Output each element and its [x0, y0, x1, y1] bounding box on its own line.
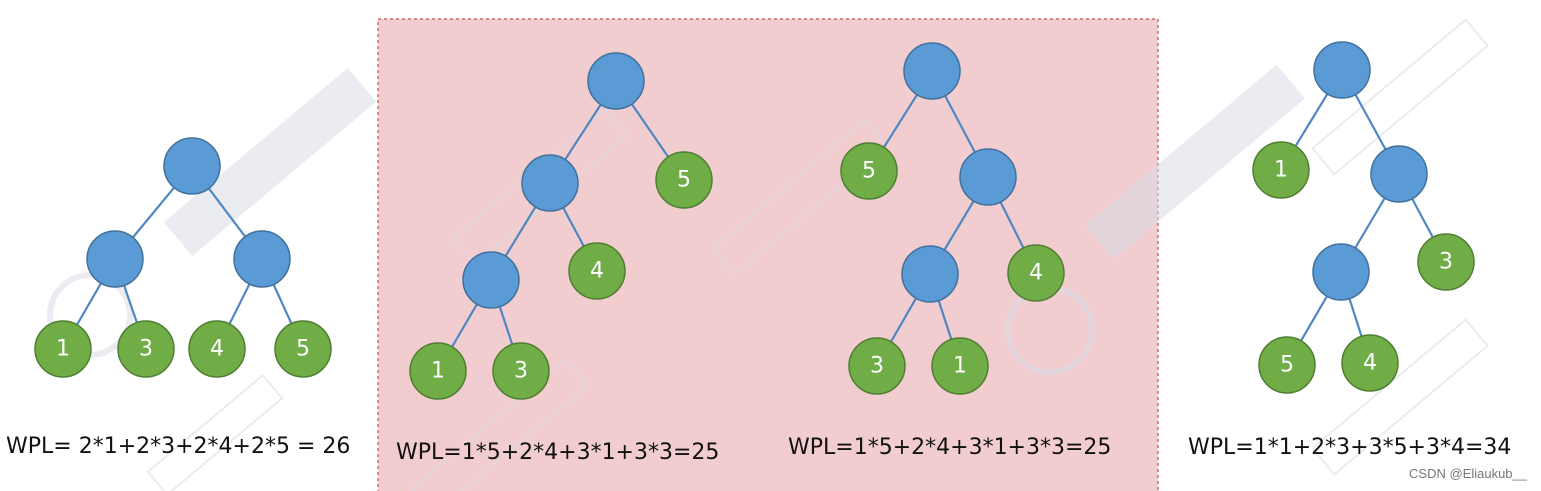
wpl-formula-tree-3: WPL=1*5+2*4+3*1+3*3=25 — [788, 435, 1112, 460]
leaf-node: 4 — [1341, 334, 1399, 392]
leaf-node: 3 — [117, 320, 175, 378]
svg-text:4: 4 — [1029, 261, 1043, 286]
svg-text:1: 1 — [1274, 158, 1288, 183]
internal-node — [521, 154, 579, 212]
internal-node — [233, 230, 291, 288]
leaf-node: 4 — [188, 320, 246, 378]
wpl-formula-tree-1: WPL= 2*1+2*3+2*4+2*5 = 26 — [6, 434, 351, 459]
svg-text:3: 3 — [870, 354, 884, 379]
leaf-node: 5 — [1258, 336, 1316, 394]
tree-4: 1 3 5 4 — [1252, 41, 1475, 394]
leaf-node: 4 — [1007, 244, 1065, 302]
leaf-node: 5 — [655, 151, 713, 209]
internal-node — [462, 251, 520, 309]
wpl-formula-tree-2: WPL=1*5+2*4+3*1+3*3=25 — [396, 440, 720, 465]
watermark-brush-text — [163, 64, 1305, 260]
internal-node — [1312, 243, 1370, 301]
svg-text:4: 4 — [590, 259, 604, 284]
leaf-node: 3 — [848, 337, 906, 395]
svg-text:4: 4 — [1363, 351, 1377, 376]
svg-text:5: 5 — [677, 168, 691, 193]
svg-text:1: 1 — [953, 354, 967, 379]
leaf-node: 5 — [840, 142, 898, 200]
internal-node — [1370, 145, 1428, 203]
svg-text:3: 3 — [514, 359, 528, 384]
svg-text:3: 3 — [1439, 250, 1453, 275]
internal-node — [86, 230, 144, 288]
leaf-node: 1 — [1252, 141, 1310, 199]
internal-node — [901, 245, 959, 303]
credit-watermark: CSDN @Eliaukub__ — [1409, 466, 1527, 481]
wpl-formula-tree-4: WPL=1*1+2*3+3*5+3*4=34 — [1188, 435, 1512, 460]
svg-text:1: 1 — [431, 359, 445, 384]
internal-node — [587, 52, 645, 110]
svg-text:3: 3 — [139, 337, 153, 362]
tree-1: 1 3 4 5 — [34, 137, 332, 378]
internal-node — [959, 148, 1017, 206]
svg-text:4: 4 — [210, 337, 224, 362]
tree-2: 5 4 1 3 — [409, 52, 713, 400]
internal-node — [163, 137, 221, 195]
leaf-node: 5 — [274, 320, 332, 378]
internal-node — [903, 42, 961, 100]
leaf-node: 3 — [492, 342, 550, 400]
tree-4-edges — [1280, 69, 1447, 366]
tree-3: 5 4 3 1 — [840, 42, 1065, 395]
internal-node — [1313, 41, 1371, 99]
leaf-node: 1 — [34, 320, 92, 378]
svg-text:5: 5 — [296, 337, 310, 362]
leaf-node: 3 — [1417, 233, 1475, 291]
svg-text:5: 5 — [1280, 353, 1294, 378]
leaf-node: 1 — [409, 342, 467, 400]
leaf-node: 4 — [568, 242, 626, 300]
svg-text:5: 5 — [862, 159, 876, 184]
svg-text:1: 1 — [56, 337, 70, 362]
leaf-node: 1 — [931, 337, 989, 395]
